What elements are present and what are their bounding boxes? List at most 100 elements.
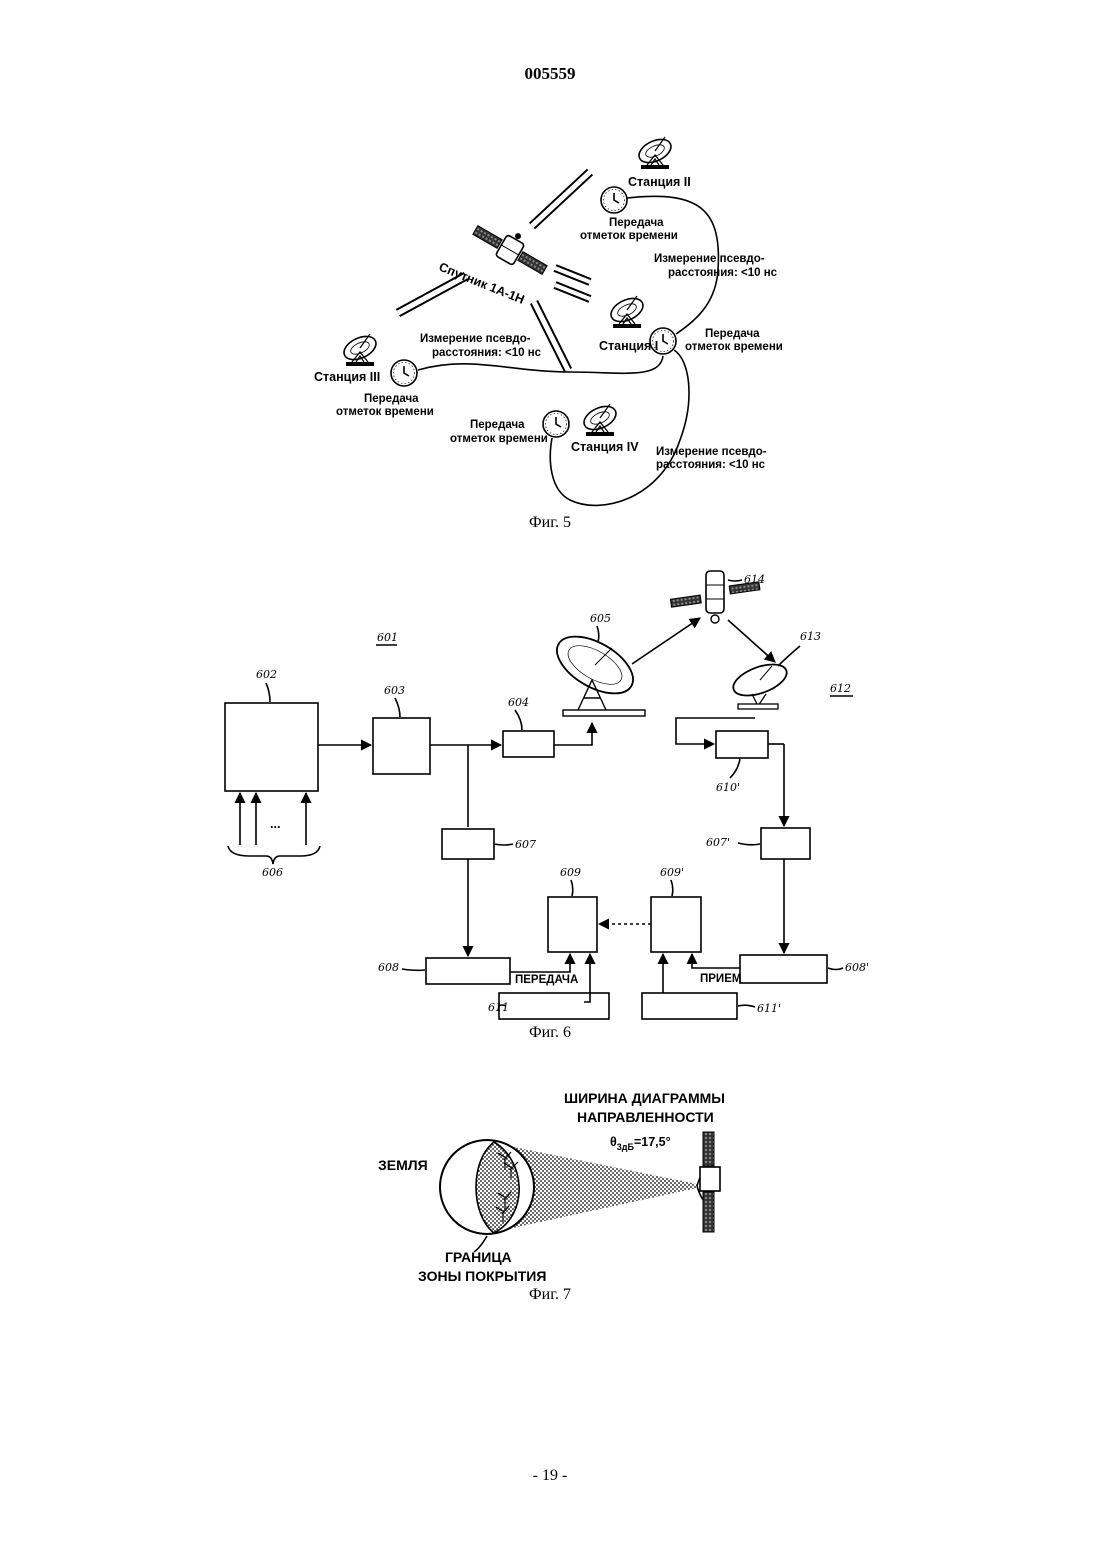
ref-610b-leader — [730, 759, 740, 778]
ref-609b-leader — [671, 880, 673, 896]
station-2-label: Станция II — [628, 175, 691, 189]
coverage-boundary-line1: ГРАНИЦА — [445, 1249, 512, 1265]
fig5-caption: Фиг. 5 — [490, 514, 610, 532]
arrow-608-609 — [510, 954, 570, 972]
link-band-station4 — [534, 302, 568, 370]
block-607 — [442, 829, 494, 859]
ref-604-leader — [515, 710, 522, 730]
station-2-clock-icon — [601, 187, 627, 213]
ref-614-leader — [728, 580, 742, 581]
block-609 — [548, 897, 597, 952]
ref-608-leader — [402, 969, 425, 970]
station-3-dish-icon — [340, 332, 379, 366]
station-3-label: Станция III — [314, 370, 380, 384]
ground-antenna-605-icon — [548, 625, 645, 716]
pseudo-range-4-line2: расстояния: <10 нс — [656, 459, 766, 471]
block-611b — [642, 993, 737, 1019]
block-610b — [716, 731, 768, 758]
ref-611b: 611' — [757, 1002, 781, 1015]
ref-611b-leader — [738, 1005, 755, 1007]
station-1-label: Станция I — [599, 339, 658, 353]
block-607b — [761, 828, 810, 859]
ref-612: 612 — [830, 682, 851, 695]
satellite-icon — [469, 214, 554, 281]
ref-607-leader — [494, 844, 513, 845]
ref-602-leader — [266, 683, 270, 702]
ref-607b-leader — [738, 843, 760, 845]
block-611 — [499, 993, 609, 1019]
pseudo-range-3-line1: Измерение псевдо- — [420, 333, 531, 345]
downlink-arrow — [728, 620, 775, 662]
fig7-satellite-icon — [697, 1132, 720, 1232]
block-608 — [426, 958, 510, 984]
ref-609: 609 — [560, 866, 581, 879]
station-2-dish-icon — [635, 135, 674, 169]
fig5-diagram: Станция II Передача отметок времени Изме… — [314, 135, 783, 506]
station-4-dish-icon — [580, 402, 619, 436]
ref-602: 602 — [256, 668, 277, 681]
station-3-clock-icon — [391, 360, 417, 386]
inputs-ellipsis: ... — [270, 817, 280, 831]
ref-610b: 610' — [716, 781, 740, 794]
receive-label: ПРИЕМ — [700, 973, 741, 985]
station-1-dish-icon — [607, 294, 646, 328]
link-band-station1 — [555, 268, 590, 299]
ref-609b: 609' — [660, 866, 684, 879]
inputs-brace — [228, 846, 320, 864]
station-4-label: Станция IV — [571, 440, 639, 454]
arrow-608b-609b — [692, 954, 740, 968]
fig7-caption: Фиг. 7 — [490, 1286, 610, 1304]
ref-604: 604 — [508, 696, 529, 709]
block-604 — [503, 731, 554, 757]
block-608b — [740, 955, 827, 983]
pseudo-range-2-line1: Измерение псевдо- — [654, 253, 765, 265]
ref-613: 613 — [800, 630, 821, 643]
ref-607b: 607' — [706, 836, 730, 849]
ref-609-leader — [571, 880, 573, 896]
transmit-label: ПЕРЕДАЧА — [515, 974, 578, 986]
page-number: - 19 - — [0, 1467, 1100, 1485]
station-2-time-tx-2: отметок времени — [580, 230, 678, 242]
ref-603-leader — [395, 698, 400, 717]
uplink-arrow — [632, 618, 700, 664]
ref-613-leader — [778, 646, 800, 666]
earth-label: ЗЕМЛЯ — [378, 1157, 428, 1173]
beam-width-line1: ШИРИНА ДИАГРАММЫ — [564, 1090, 725, 1106]
coverage-boundary-line2: ЗОНЫ ПОКРЫТИЯ — [418, 1268, 546, 1284]
ref-605: 605 — [590, 612, 611, 625]
pseudo-range-4-line1: Измерение псевдо- — [656, 446, 767, 458]
station-3-time-tx-2: отметок времени — [336, 406, 434, 418]
theta-3db-label: θ3дБ=17,5° — [610, 1135, 671, 1152]
pseudo-range-3-line2: расстояния: <10 нс — [432, 347, 542, 359]
ref-611: 611 — [488, 1001, 509, 1014]
station-1-time-tx-2: отметок времени — [685, 341, 783, 353]
station-3-time-tx-1: Передача — [364, 393, 419, 405]
fig6-diagram: ... — [225, 571, 869, 1019]
pseudo-range-2-line2: расстояния: <10 нс — [668, 267, 778, 279]
ref-605-leader — [597, 626, 599, 642]
ref-603: 603 — [384, 684, 405, 697]
ref-601: 601 — [377, 631, 398, 644]
arrow-604-antenna — [554, 723, 592, 745]
theta-value: =17,5° — [634, 1135, 671, 1149]
receive-antenna-613-icon — [729, 658, 791, 709]
ref-607: 607 — [515, 838, 536, 851]
link-band-station2 — [532, 172, 590, 226]
fig7-diagram: ШИРИНА ДИАГРАММЫ НАПРАВЛЕННОСТИ θ3дБ=17,… — [378, 1090, 725, 1284]
block-603 — [373, 718, 430, 774]
link-band-station3 — [398, 276, 466, 313]
theta-subscript: 3дБ — [617, 1142, 635, 1152]
block-602 — [225, 703, 318, 791]
station-4-time-tx-1: Передача — [470, 419, 525, 431]
ref-608: 608 — [378, 961, 399, 974]
beam-width-line2: НАПРАВЛЕННОСТИ — [577, 1109, 714, 1125]
ref-614: 614 — [744, 573, 765, 586]
block-609b — [651, 897, 701, 952]
station-1-time-tx-1: Передача — [705, 328, 760, 340]
station-4-time-tx-2: отметок времени — [450, 433, 548, 445]
station-2-time-tx-1: Передача — [609, 217, 664, 229]
ref-608b-leader — [828, 968, 843, 970]
ref-606: 606 — [262, 866, 283, 879]
